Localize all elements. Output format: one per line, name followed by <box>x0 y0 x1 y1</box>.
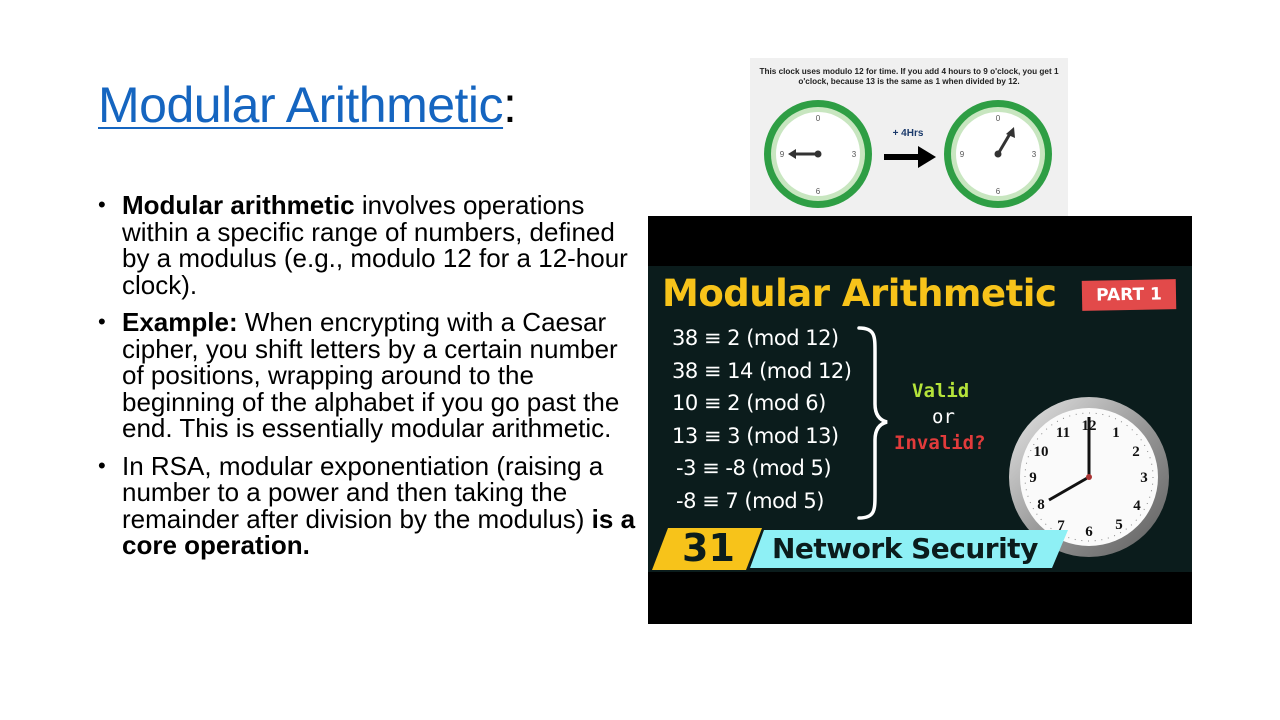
equation-item: -8 ≡ 7 (mod 5) <box>676 488 824 513</box>
clock-caption: This clock uses modulo 12 for time. If y… <box>759 67 1059 86</box>
title-suffix: : <box>503 77 517 133</box>
svg-text:9: 9 <box>1029 470 1037 486</box>
equation-item: 38 ≡ 14 (mod 12) <box>672 358 852 383</box>
bullet-text: In RSA, modular exponentiation (raising … <box>122 450 604 534</box>
svg-text:9: 9 <box>960 150 965 159</box>
bullet-item: • In RSA, modular exponentiation (raisin… <box>96 450 636 560</box>
bullet-item: • Example: When encrypting with a Caesar… <box>96 309 636 442</box>
equation-item: 13 ≡ 3 (mod 13) <box>672 423 839 448</box>
equation-list: 38 ≡ 2 (mod 12) 38 ≡ 14 (mod 12) 10 ≡ 2 … <box>672 322 852 517</box>
bullet-bold-lead: Modular arithmetic <box>122 190 355 220</box>
svg-text:2: 2 <box>1132 444 1140 460</box>
bullet-text: involves operations within a specific ra… <box>122 190 628 300</box>
analog-clock-icon: 12 1 2 3 4 5 6 7 8 9 10 11 <box>1009 397 1169 557</box>
equation-item: 10 ≡ 2 (mod 6) <box>672 391 826 415</box>
svg-text:11: 11 <box>1056 425 1070 441</box>
or-label: or <box>932 406 955 428</box>
modulo-clock-illustration: This clock uses modulo 12 for time. If y… <box>750 58 1068 216</box>
video-thumbnail[interactable]: Modular Arithmetic PART 1 38 ≡ 2 (mod 12… <box>648 216 1192 624</box>
episode-number: 31 <box>682 526 735 570</box>
bullet-dot-icon: • <box>98 192 106 217</box>
svg-text:7: 7 <box>1057 518 1065 534</box>
part-badge: PART 1 <box>1081 279 1177 311</box>
clock-diagram-icon: 0 3 6 9 + 4Hrs 0 3 6 9 <box>764 100 1052 208</box>
svg-text:3: 3 <box>1140 470 1148 486</box>
video-title: Modular Arithmetic <box>662 272 1057 315</box>
valid-label: Valid <box>912 380 970 402</box>
svg-text:8: 8 <box>1037 497 1045 513</box>
series-name: Network Security <box>772 532 1038 565</box>
bullet-text: When encrypting with a Caesar cipher, yo… <box>122 307 620 443</box>
svg-text:1: 1 <box>1112 425 1120 441</box>
bullet-dot-icon: • <box>98 452 106 478</box>
svg-text:9: 9 <box>780 150 785 159</box>
episode-number-tag: 31 <box>652 528 762 570</box>
slide-title: Modular Arithmetic: <box>98 74 517 136</box>
bullet-list: • Modular arithmetic involves operations… <box>96 192 636 570</box>
svg-text:0: 0 <box>996 114 1001 123</box>
svg-text:6: 6 <box>1085 524 1093 540</box>
svg-text:3: 3 <box>852 150 857 159</box>
bullet-item: • Modular arithmetic involves operations… <box>96 192 636 298</box>
svg-text:6: 6 <box>996 187 1001 196</box>
svg-text:6: 6 <box>816 187 821 196</box>
svg-text:+ 4Hrs: + 4Hrs <box>893 128 924 139</box>
equation-item: -3 ≡ -8 (mod 5) <box>676 456 832 480</box>
curly-brace-icon <box>857 326 888 520</box>
svg-text:4: 4 <box>1133 498 1141 514</box>
invalid-label: Invalid? <box>894 432 986 454</box>
svg-text:10: 10 <box>1034 444 1049 460</box>
bullet-dot-icon: • <box>98 309 106 334</box>
title-link[interactable]: Modular Arithmetic <box>98 77 504 133</box>
svg-text:5: 5 <box>1115 517 1123 533</box>
svg-text:3: 3 <box>1032 150 1037 159</box>
bullet-bold-lead: Example: <box>122 307 238 337</box>
video-frame: Modular Arithmetic PART 1 38 ≡ 2 (mod 12… <box>648 266 1192 572</box>
svg-text:0: 0 <box>816 114 821 123</box>
bullet-bold-tail: is a core operation. <box>122 503 636 560</box>
equation-item: 38 ≡ 2 (mod 12) <box>672 326 839 350</box>
series-tag: Network Security <box>750 530 1068 568</box>
